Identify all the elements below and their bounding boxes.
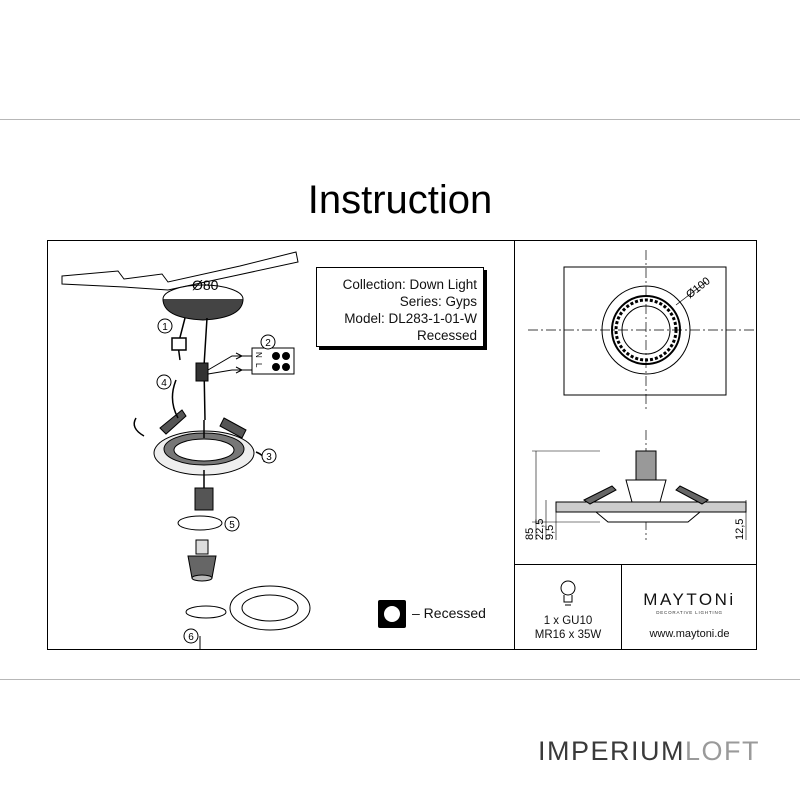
power-cable xyxy=(171,317,208,421)
recessed-legend-icon xyxy=(378,600,406,628)
lamp-wattage: MR16 x 35W xyxy=(534,629,602,641)
side-view-drawing xyxy=(532,430,747,540)
side-dim-85: 85 xyxy=(524,528,536,540)
step-badges xyxy=(156,318,277,644)
spring-clip-right xyxy=(219,417,247,439)
instruction-sheet xyxy=(47,240,757,650)
watermark: IMPERIUMLOFT xyxy=(538,735,760,767)
sheet-horizontal-divider xyxy=(514,564,757,565)
side-dim-22-5: 22,5 xyxy=(534,519,546,540)
brand-website: www.maytoni.de xyxy=(649,628,730,640)
retaining-ring-small xyxy=(177,515,223,531)
wire-label-l: L xyxy=(254,363,263,368)
terminal-block xyxy=(195,347,295,382)
top-divider xyxy=(0,119,800,120)
sheet-vertical-divider xyxy=(514,240,515,650)
top-view-drawing xyxy=(528,250,755,410)
watermark-part-2: LOFT xyxy=(685,736,761,766)
side-dim-12-5: 12,5 xyxy=(734,519,746,540)
lamp-spec: 1 x GU10 MR16 x 35W xyxy=(520,614,616,642)
fixture-ring xyxy=(153,430,255,476)
brand-logo: MAYTONi DECORATIVE LIGHTING xyxy=(622,590,757,616)
model-text: Model: DL283-1-01-W xyxy=(344,311,477,326)
bottom-divider xyxy=(0,679,800,680)
step-2-label: 2 xyxy=(265,338,271,349)
spring-clip-left xyxy=(159,409,187,435)
lamp-socket xyxy=(194,470,214,511)
bulb-icon xyxy=(560,580,576,606)
series-text: Series: Gyps xyxy=(399,294,477,309)
step-6-label: 6 xyxy=(188,632,194,643)
step-4-label: 4 xyxy=(161,378,167,389)
watermark-part-1: IMPERIUM xyxy=(538,736,685,766)
recessed-legend-label: – Recessed xyxy=(412,605,486,621)
gu10-bulb xyxy=(187,539,217,582)
mount-type-text: Recessed xyxy=(416,328,477,343)
product-info-box: Collection: Down Light Series: Gyps Mode… xyxy=(316,267,484,347)
brand-tagline: DECORATIVE LIGHTING xyxy=(656,610,723,615)
collection-text: Collection: Down Light xyxy=(342,277,477,292)
retaining-ring-large xyxy=(185,585,311,631)
sheet-footer-divider xyxy=(621,564,622,650)
ceiling-cutout xyxy=(162,284,244,321)
side-dim-9-5: 9,5 xyxy=(544,525,556,540)
step-3-label: 3 xyxy=(266,452,272,463)
cutout-diameter-label: Ø80 xyxy=(192,277,219,293)
page-title: Instruction xyxy=(307,178,493,222)
step-5-label: 5 xyxy=(229,520,235,531)
top-view-diameter-label: Ø100 xyxy=(684,275,713,301)
ceiling-panel xyxy=(61,251,299,291)
brand-name: MAYTONi xyxy=(643,590,736,609)
wire-label-n: N xyxy=(254,352,263,358)
lamp-quantity: 1 x GU10 xyxy=(543,615,593,627)
step-1-label: 1 xyxy=(162,322,168,333)
